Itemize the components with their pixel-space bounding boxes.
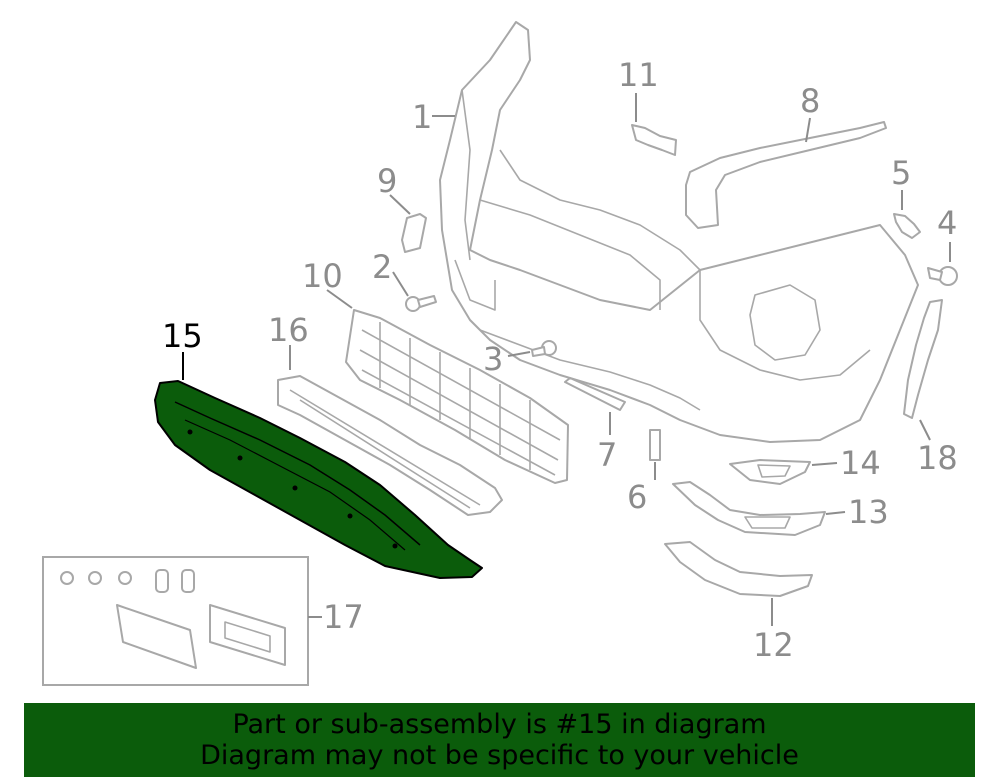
part-17-kit-box bbox=[42, 556, 322, 686]
parts-diagram: 1 2 3 4 5 6 7 8 9 10 11 12 13 14 15 16 1… bbox=[42, 21, 958, 686]
callout-15: 15 bbox=[162, 317, 203, 355]
callout-4: 4 bbox=[937, 204, 957, 242]
callout-labels: 1 2 3 4 5 6 7 8 9 10 11 12 13 14 15 16 1… bbox=[162, 56, 958, 664]
info-banner: Part or sub-assembly is #15 in diagram D… bbox=[24, 703, 975, 777]
part-1-bumper-cover bbox=[439, 21, 919, 443]
leader-lines bbox=[182, 93, 951, 626]
callout-9: 9 bbox=[377, 162, 397, 200]
part-7-strip bbox=[564, 377, 626, 411]
part-9-bracket bbox=[401, 213, 427, 253]
callout-12: 12 bbox=[753, 626, 794, 664]
callout-1: 1 bbox=[412, 98, 432, 136]
callout-13: 13 bbox=[848, 493, 889, 531]
part-13-bezel bbox=[672, 481, 826, 536]
part-16-reinforcement bbox=[277, 375, 503, 516]
callout-10: 10 bbox=[302, 257, 343, 295]
callout-8: 8 bbox=[800, 82, 820, 120]
callout-17: 17 bbox=[323, 598, 364, 636]
part-12-lower-bezel bbox=[664, 541, 813, 597]
part-18-side-bracket bbox=[903, 299, 943, 419]
callout-11: 11 bbox=[618, 56, 659, 94]
banner-line-1: Part or sub-assembly is #15 in diagram bbox=[232, 709, 767, 740]
part-15-lower-valance bbox=[154, 380, 483, 579]
callout-3: 3 bbox=[483, 340, 503, 378]
part-2-bolt bbox=[405, 295, 437, 312]
part-11-bracket bbox=[631, 124, 677, 156]
part-3-screw bbox=[531, 340, 557, 357]
callout-18: 18 bbox=[917, 439, 958, 477]
part-6-clip bbox=[649, 429, 661, 461]
callout-5: 5 bbox=[891, 154, 911, 192]
callout-14: 14 bbox=[840, 444, 881, 482]
part-4-nut bbox=[927, 266, 958, 286]
part-14-insert bbox=[729, 459, 811, 485]
callout-7: 7 bbox=[597, 436, 617, 474]
part-8-upper-trim bbox=[685, 121, 887, 229]
callout-6: 6 bbox=[627, 478, 647, 516]
banner-line-2: Diagram may not be specific to your vehi… bbox=[200, 740, 799, 771]
callout-16: 16 bbox=[268, 311, 309, 349]
part-5-clip bbox=[893, 213, 921, 239]
callout-2: 2 bbox=[372, 248, 392, 286]
part-10-grille bbox=[345, 309, 569, 484]
